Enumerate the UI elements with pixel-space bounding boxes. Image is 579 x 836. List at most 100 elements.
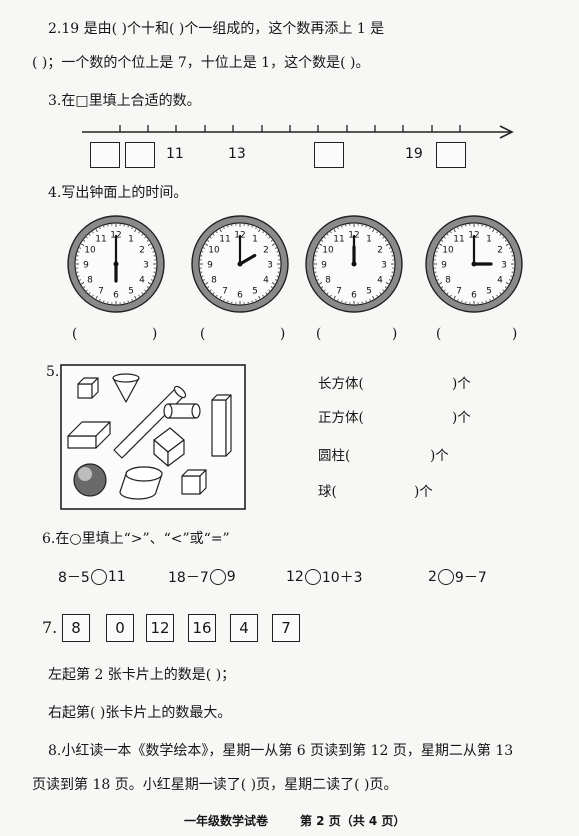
cube-shape-2 [153, 427, 185, 467]
clock-number: 3 [501, 261, 507, 271]
clock-number: 3 [143, 261, 149, 271]
answer-box-1[interactable] [90, 142, 120, 168]
clock-number: 4 [263, 276, 269, 286]
q6-item-1-left: 8－5 [58, 570, 90, 586]
q5-number: 5. [46, 364, 60, 380]
clock-number: 5 [128, 286, 134, 296]
clock-face-3: 121234567891011 [305, 215, 403, 313]
clock-number: 4 [377, 276, 383, 286]
number-label-13: 13 [228, 146, 246, 162]
compare-circle-1[interactable] [90, 569, 107, 585]
clock-number: 10 [84, 246, 96, 256]
clock-number: 6 [351, 291, 357, 301]
clock-number: 6 [471, 291, 477, 301]
clock-number: 7 [98, 286, 104, 296]
clock-number: 1 [128, 235, 134, 245]
clock-number: 2 [377, 246, 383, 256]
q4-title: 4.写出钟面上的时间。 [48, 185, 188, 201]
clock-center-pin [237, 261, 243, 267]
clock-number: 4 [139, 276, 145, 286]
q6-item-3-left: 12 [286, 569, 304, 585]
q6-item-3-right: 10＋3 [321, 570, 363, 586]
q8-line1: 8.小红读一本《数学绘本》，星期一从第 6 页读到第 12 页，星期二从第 13 [48, 743, 514, 759]
clock-number: 9 [83, 261, 89, 271]
clock-number: 2 [497, 246, 503, 256]
clock1-paren-close: ) [152, 326, 158, 342]
number-card-4: 16 [188, 614, 216, 642]
clock-number: 11 [453, 235, 464, 245]
clock-number: 8 [325, 276, 331, 286]
clock-number: 1 [366, 235, 372, 245]
clock-number: 8 [445, 276, 451, 286]
clock-face-1: 121234567891011 [67, 215, 165, 313]
clock-number: 9 [441, 261, 447, 271]
clock-number: 8 [87, 276, 93, 286]
clock-number: 9 [321, 261, 327, 271]
q5-row-cuboid-suffix: )个 [452, 376, 471, 392]
clock-center-pin [351, 261, 357, 267]
clock-number: 11 [95, 235, 106, 245]
number-card-2: 0 [106, 614, 134, 642]
clock-number: 10 [208, 246, 220, 256]
compare-circle-3[interactable] [304, 569, 321, 585]
q6-item-3: 12 10＋3 [286, 567, 363, 587]
clock2-paren-close: ) [280, 326, 286, 342]
clock-number: 5 [366, 286, 372, 296]
number-line-ticks [119, 125, 461, 132]
clock-number: 8 [211, 276, 217, 286]
number-card-6: 7 [272, 614, 300, 642]
q6-item-2: 18－7 9 [168, 567, 236, 587]
answer-box-4[interactable] [436, 142, 466, 168]
compare-circle-4[interactable] [437, 569, 454, 585]
q3-title: 3.在□里填上合适的数。 [48, 93, 201, 109]
answer-box-2[interactable] [125, 142, 155, 168]
clock2-paren-open: ( [200, 326, 206, 342]
q6-item-4-left: 2 [428, 569, 437, 585]
shapes-figure [60, 364, 246, 510]
clock4-paren-open: ( [436, 326, 442, 342]
clock-number: 1 [252, 235, 258, 245]
cuboid-tall-shape [211, 394, 232, 457]
clock-face-2: 121234567891011 [191, 215, 289, 313]
q5-row-cylinder-label: 圆柱( [318, 448, 351, 464]
clock-number: 1 [486, 235, 492, 245]
q6-title: 6.在○里填上“>”、“<”或“=” [42, 531, 230, 547]
q6-item-1-right: 11 [107, 569, 126, 585]
q5-row-ball-label: 球( [318, 484, 337, 500]
clock-number: 2 [263, 246, 269, 256]
q7-number: 7. [42, 618, 58, 637]
compare-circle-2[interactable] [209, 569, 226, 585]
q6-item-2-right: 9 [226, 569, 236, 585]
cuboid-flat-shape [67, 421, 111, 449]
clock-center-pin [471, 261, 477, 267]
clock-number: 11 [333, 235, 344, 245]
clock-number: 3 [381, 261, 387, 271]
clock3-paren-close: ) [392, 326, 398, 342]
clock1-paren-open: ( [72, 326, 78, 342]
q5-row-cube-label: 正方体( [318, 410, 364, 426]
clock-number: 5 [486, 286, 492, 296]
hour-hand [238, 253, 257, 266]
clock-number: 7 [456, 286, 462, 296]
q5-row-ball-suffix: )个 [414, 484, 433, 500]
q5-row-cylinder-suffix: )个 [430, 448, 449, 464]
clock4-paren-close: ) [512, 326, 518, 342]
q5-row-cuboid-label: 长方体( [318, 376, 364, 392]
clock-number: 6 [113, 291, 119, 301]
cylinder-disk-shape [119, 466, 163, 500]
clock-number: 3 [267, 261, 273, 271]
clock-number: 9 [207, 261, 213, 271]
clock-number: 10 [322, 246, 334, 256]
q7-line1: 左起第 2 张卡片上的数是( )； [48, 667, 236, 683]
clock-number: 4 [497, 276, 503, 286]
q5-row-cube-suffix: )个 [452, 410, 471, 426]
footer-page: 第 2 页（共 4 页） [300, 814, 406, 828]
answer-box-3[interactable] [314, 142, 344, 168]
cube-shape-3 [181, 469, 207, 495]
clock-number: 6 [237, 291, 243, 301]
number-line [82, 125, 514, 139]
number-card-5: 4 [230, 614, 258, 642]
clock-face-4: 121234567891011 [425, 215, 523, 313]
number-line-arrow-icon [499, 125, 514, 139]
cone-shape [112, 373, 140, 403]
